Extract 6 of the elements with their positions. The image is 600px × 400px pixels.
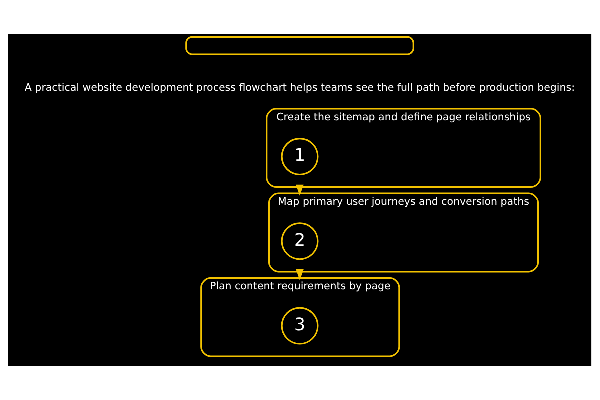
node-box: [186, 36, 414, 56]
node-circle: 2: [281, 222, 319, 260]
label: A practical website development process flowchart helps teams see the full path before production begins:: [24, 82, 576, 94]
node-circle: 1: [281, 138, 319, 176]
arrow: [296, 184, 304, 196]
node-circle: 3: [281, 307, 319, 345]
